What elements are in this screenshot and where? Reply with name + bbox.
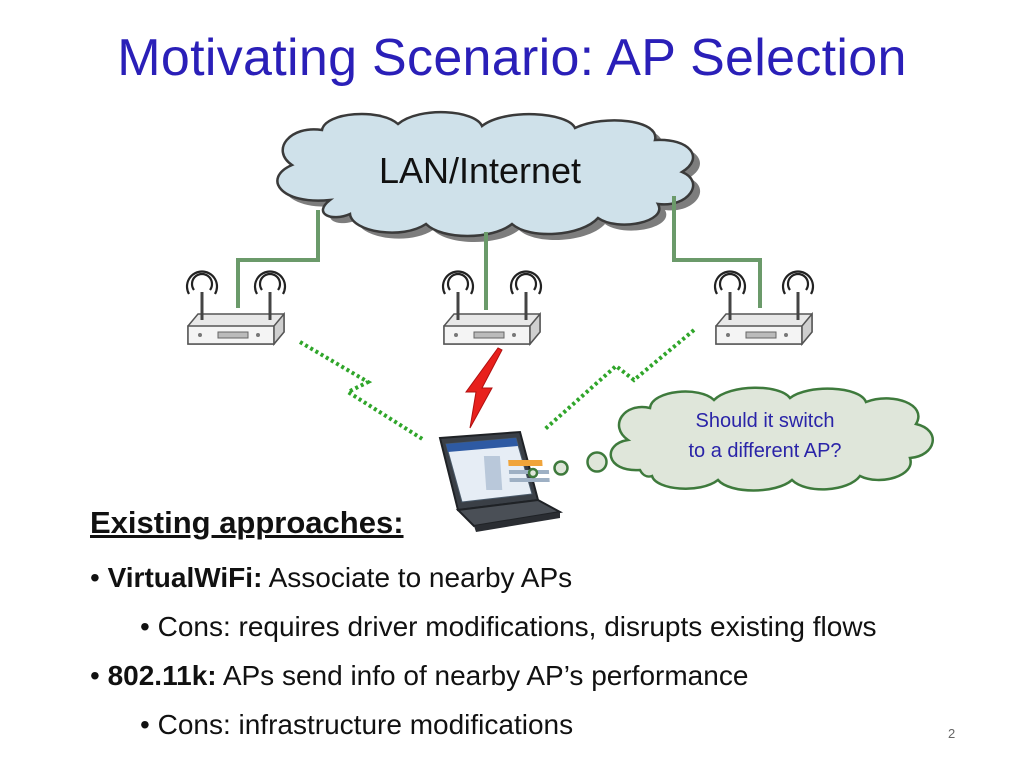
section-heading: Existing approaches: [90, 505, 404, 540]
active-wireless-link [465, 347, 503, 429]
thought-text: Should it switch to a different AP? [655, 406, 875, 466]
candidate-wireless-left [298, 340, 426, 442]
thought-line-1: Should it switch [695, 410, 835, 432]
access-point-center [441, 270, 543, 346]
bullet-text: Cons: requires driver modifications, dis… [157, 611, 877, 642]
slide-title: Motivating Scenario: AP Selection [117, 29, 907, 87]
thought-line-2: to a different AP? [688, 440, 842, 462]
laptop-icon [438, 430, 564, 532]
bullet-80211k: • 802.11k: APs send info of nearby AP’s … [90, 660, 748, 692]
access-point-right [713, 270, 815, 346]
bullet-glyph: • [140, 709, 150, 740]
bullet-glyph: • [140, 611, 150, 642]
page-number: 2 [948, 726, 956, 741]
bullet-text: Associate to nearby APs [262, 562, 573, 593]
cloud-label: LAN/Internet [378, 150, 582, 191]
bullet-text: APs send info of nearby AP’s performance [216, 660, 749, 691]
bullet-virtualwifi: • VirtualWiFi: Associate to nearby APs [90, 562, 572, 594]
wired-link-right [672, 196, 762, 308]
wired-links [236, 196, 762, 310]
sub-bullet-virtualwifi-cons: • Cons: requires driver modifications, d… [140, 611, 877, 643]
bullet-glyph: • [90, 660, 100, 691]
lan-internet-cloud [276, 110, 701, 242]
wired-link-left [236, 210, 320, 308]
bullet-term: 802.11k: [107, 660, 217, 691]
sub-bullet-80211k-cons: • Cons: infrastructure modifications [140, 709, 573, 741]
bullet-term: VirtualWiFi: [107, 562, 263, 593]
thought-bubble [527, 386, 934, 492]
bullet-text: Cons: infrastructure modifications [157, 709, 574, 740]
bullet-glyph: • [90, 562, 100, 593]
